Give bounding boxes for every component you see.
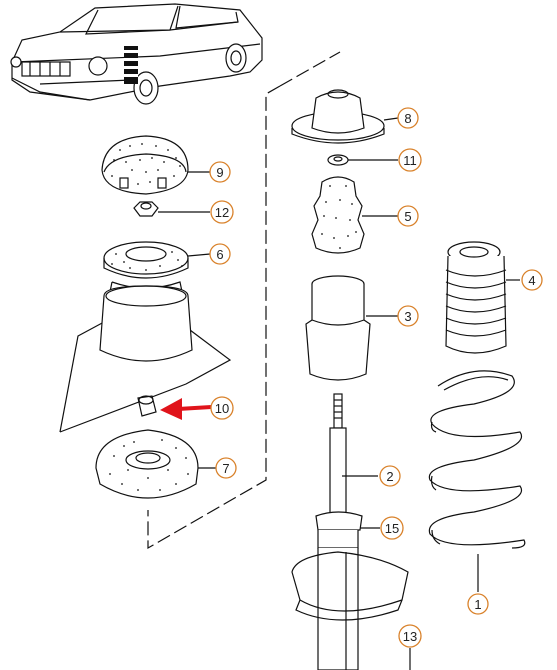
group-bracket-top (279, 51, 341, 87)
svg-text:2: 2 (386, 469, 393, 484)
svg-text:12: 12 (215, 205, 229, 220)
callout-10: 10 (210, 396, 234, 420)
callout-9: 9 (209, 161, 231, 183)
svg-text:3: 3 (404, 309, 411, 324)
svg-text:6: 6 (216, 247, 223, 262)
callout-5: 5 (397, 205, 419, 227)
leader-lines (158, 117, 520, 670)
callout-11: 11 (398, 148, 422, 172)
part-12-nut (133, 201, 159, 217)
part-9-cap (101, 135, 189, 195)
part-6-bearing (103, 241, 189, 279)
callout-7: 7 (215, 457, 237, 479)
svg-text:1: 1 (474, 597, 481, 612)
svg-text:15: 15 (385, 521, 399, 536)
car-strut-highlight (124, 46, 138, 84)
svg-text:13: 13 (403, 629, 417, 644)
part-4-gaiter (445, 241, 507, 354)
callout-1: 1 (467, 593, 489, 615)
part-8-top-mount (291, 89, 385, 144)
svg-text:5: 5 (404, 209, 411, 224)
part-7-mount (95, 429, 199, 499)
callout-2: 2 (379, 465, 401, 487)
part-11-washer (327, 154, 349, 166)
callout-6: 6 (209, 243, 231, 265)
part-2-shock-absorber (291, 393, 409, 670)
callout-12: 12 (210, 200, 234, 224)
svg-text:9: 9 (216, 165, 223, 180)
car-illustration (10, 3, 263, 105)
callout-4: 4 (521, 269, 543, 291)
svg-text:7: 7 (222, 461, 229, 476)
callout-13: 13 (398, 624, 422, 648)
part-5-bump-stop (311, 176, 365, 254)
svg-text:8: 8 (404, 111, 411, 126)
group-bracket-upper (147, 85, 281, 550)
strut-tower-housing (59, 281, 232, 433)
callout-8: 8 (397, 107, 419, 129)
svg-text:10: 10 (215, 401, 229, 416)
callout-3: 3 (397, 305, 419, 327)
callout-15: 15 (380, 516, 404, 540)
part-10-clip (137, 395, 157, 417)
svg-text:4: 4 (528, 273, 535, 288)
svg-text:11: 11 (403, 153, 417, 168)
part-1-coil-spring (428, 370, 526, 549)
part-3-sleeve (305, 275, 371, 381)
